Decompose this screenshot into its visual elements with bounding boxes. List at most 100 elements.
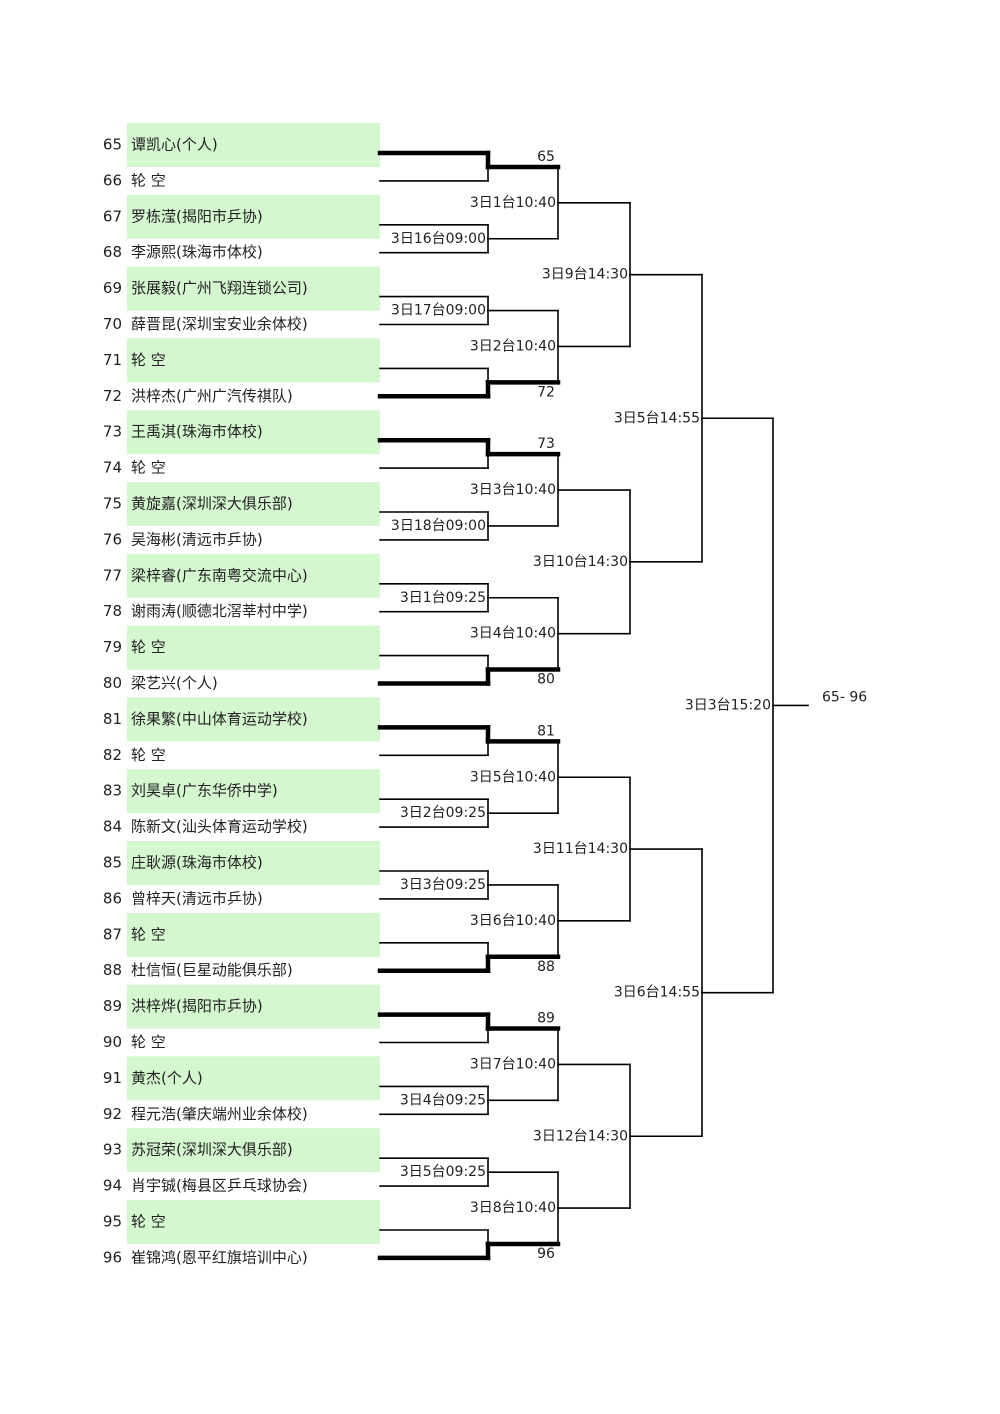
player-highlight (127, 553, 380, 598)
r2-advanced-seed: 80 (537, 672, 555, 688)
player-name: 洪梓杰(广州广汽传祺队) (131, 387, 293, 405)
player-seed: 65 (103, 136, 122, 154)
r3-match-label: 3日12台14:30 (533, 1128, 628, 1144)
r2-advanced-seed: 65 (537, 149, 555, 165)
player-name: 谢雨涛(顺德北滘莘村中学) (131, 602, 308, 620)
player-name: 轮 空 (131, 746, 166, 764)
player-seed: 72 (103, 387, 122, 405)
r2-match-label: 3日5台10:40 (470, 769, 556, 785)
player-seed: 83 (103, 782, 122, 800)
player-seed: 75 (103, 495, 122, 513)
player-name: 徐果繁(中山体育运动学校) (131, 710, 308, 728)
player-seed: 66 (103, 171, 122, 189)
player-highlight (127, 1056, 380, 1101)
player-highlight (127, 1128, 380, 1173)
player-name: 曾梓天(清远市乒协) (131, 889, 263, 907)
player-highlight (127, 625, 380, 670)
r2-advanced-seed: 73 (537, 436, 555, 452)
player-highlight (127, 769, 380, 814)
player-name: 罗栋滢(揭阳市乒协) (131, 207, 263, 225)
player-seed: 92 (103, 1105, 122, 1123)
player-name: 洪梓烨(揭阳市乒协) (131, 997, 263, 1015)
r3-match-label: 3日10台14:30 (533, 554, 628, 570)
player-name: 黄旋嘉(深圳深大俱乐部) (131, 495, 293, 513)
player-highlight (127, 123, 380, 167)
player-seed: 89 (103, 997, 122, 1015)
r1-match-label: 3日16台09:00 (391, 231, 486, 247)
player-seed: 81 (103, 710, 122, 728)
r3-match-label: 3日9台14:30 (542, 267, 628, 283)
player-seed: 94 (103, 1177, 122, 1195)
r2-match-label: 3日2台10:40 (470, 338, 556, 354)
player-seed: 80 (103, 674, 122, 692)
r2-advanced-seed: 89 (537, 1011, 555, 1027)
player-highlight (127, 194, 380, 239)
player-highlight (127, 482, 380, 526)
player-highlight (127, 1200, 380, 1244)
player-name: 程元浩(肇庆端州业余体校) (131, 1105, 308, 1123)
player-seed: 85 (103, 854, 122, 872)
r1-match-label: 3日3台09:25 (400, 877, 486, 893)
r4-match-label: 3日5台14:55 (614, 410, 700, 426)
player-name: 薛晋昆(深圳宝安业余体校) (131, 315, 308, 333)
player-seed: 88 (103, 961, 122, 979)
player-name: 轮 空 (131, 925, 166, 943)
highlight-layer (127, 123, 380, 1244)
player-seed: 79 (103, 638, 122, 656)
final-match-label: 3日3台15:20 (685, 697, 771, 713)
player-seed: 69 (103, 279, 122, 297)
player-highlight (127, 841, 380, 885)
player-name: 杜信恒(巨星动能俱乐部) (131, 961, 293, 979)
player-highlight (127, 697, 380, 742)
r2-advanced-seed: 96 (537, 1246, 555, 1262)
r1-match-label: 3日1台09:25 (400, 590, 486, 606)
player-name: 崔锦鸿(恩平红旗培训中心) (131, 1248, 308, 1266)
player-highlight (127, 338, 380, 383)
player-seed: 73 (103, 423, 122, 441)
player-seed: 93 (103, 1141, 122, 1159)
player-name: 吴海彬(清远市乒协) (131, 530, 263, 548)
player-seed: 74 (103, 459, 122, 477)
r2-match-label: 3日7台10:40 (470, 1056, 556, 1072)
r2-match-label: 3日4台10:40 (470, 626, 556, 642)
player-name: 李源熙(珠海市体校) (131, 243, 263, 261)
player-seed: 84 (103, 818, 122, 836)
r2-match-label: 3日3台10:40 (470, 482, 556, 498)
r1-match-label: 3日4台09:25 (400, 1092, 486, 1108)
player-name: 陈新文(汕头体育运动学校) (131, 818, 308, 836)
player-highlight (127, 266, 380, 311)
player-name: 梁梓睿(广东南粤交流中心) (131, 566, 308, 584)
player-seed: 67 (103, 207, 122, 225)
player-name: 梁艺兴(个人) (131, 674, 218, 692)
player-name: 刘昊卓(广东华侨中学) (131, 782, 278, 800)
r2-match-label: 3日6台10:40 (470, 913, 556, 929)
r4-match-label: 3日6台14:55 (614, 985, 700, 1001)
player-seed: 76 (103, 530, 122, 548)
player-highlight (127, 984, 380, 1029)
r3-match-label: 3日11台14:30 (533, 841, 628, 857)
bracket-lines (377, 150, 809, 1261)
player-highlight (127, 912, 380, 957)
r1-match-label: 3日17台09:00 (391, 303, 486, 319)
player-name: 庄耿源(珠海市体校) (131, 854, 263, 872)
r1-match-label: 3日18台09:00 (391, 518, 486, 534)
player-highlight (127, 410, 380, 455)
player-seed: 70 (103, 315, 122, 333)
r2-advanced-seed: 88 (537, 959, 555, 975)
player-seed: 95 (103, 1213, 122, 1231)
player-name: 轮 空 (131, 459, 166, 477)
player-name: 轮 空 (131, 171, 166, 189)
r2-advanced-seed: 81 (537, 723, 555, 739)
player-name: 轮 空 (131, 638, 166, 656)
r1-match-label: 3日2台09:25 (400, 805, 486, 821)
player-seed: 90 (103, 1033, 122, 1051)
player-seed: 77 (103, 566, 122, 584)
r2-match-label: 3日1台10:40 (470, 195, 556, 211)
player-seed: 87 (103, 925, 122, 943)
r2-advanced-seed: 72 (537, 384, 555, 400)
player-seed: 86 (103, 889, 122, 907)
player-name: 轮 空 (131, 1213, 166, 1231)
player-seed: 91 (103, 1069, 122, 1087)
